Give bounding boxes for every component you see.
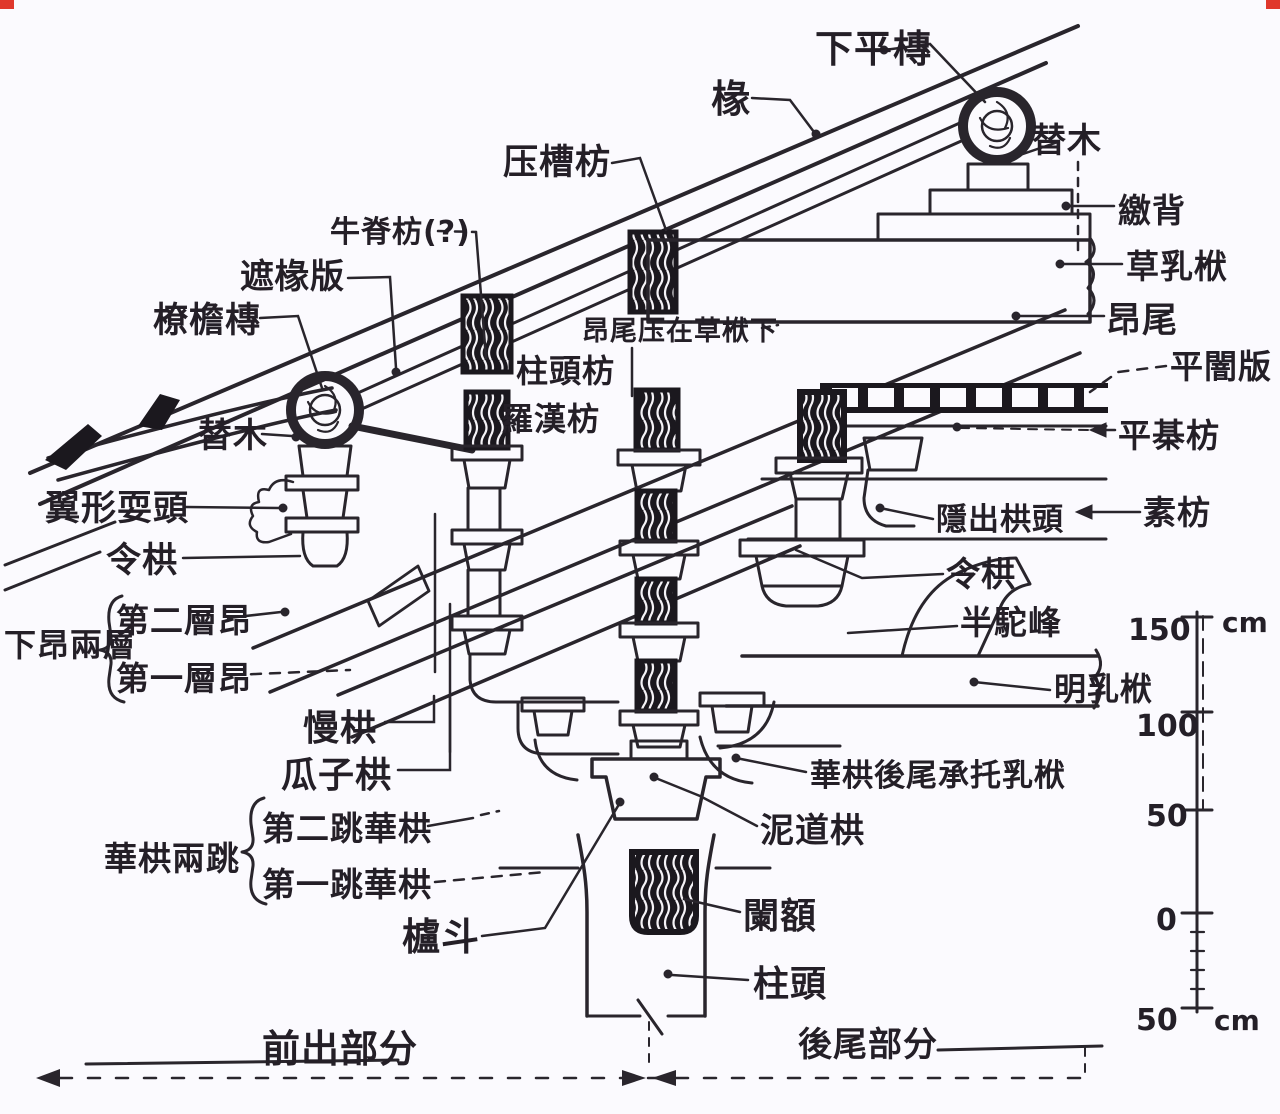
nidaogong-neck (629, 739, 689, 761)
luohanfang-block (463, 389, 511, 451)
scale-unit-bottom: cm (1214, 1004, 1260, 1037)
label-zhe-chuan-ban: 遮椽版 (240, 257, 345, 297)
eave-tip (45, 424, 102, 470)
label-ling-gong-right: 令栱 (946, 555, 1016, 595)
scale-tick-100: 100 (1136, 709, 1199, 744)
scale-tick-50: 50 (1146, 799, 1188, 834)
label-xia-ping-tuan: 下平槫 (815, 27, 932, 71)
label-man-gong: 慢栱 (303, 708, 377, 749)
purlin-top (958, 87, 1036, 165)
label-su-fang: 素枋 (1143, 493, 1211, 532)
label-ling-gong-left: 令栱 (106, 541, 178, 581)
leader-lines (181, 42, 1168, 982)
label-ti-mu-left: 替木 (198, 416, 268, 456)
huagong-tail-support (718, 700, 776, 750)
labels: 下平槫 椽 替木 繳背 草乳栿 昂尾 平闇版 平棊枋 素枋 压槽枋 牛脊枋(?)… (4, 27, 1272, 1071)
label-hou-wei-bu-fen: 後尾部分 (798, 1025, 938, 1065)
timu-block-top (966, 162, 1030, 192)
label-yi-xing-shua-tou: 翼形耍頭 (45, 489, 189, 529)
label-lan-e: 闌額 (743, 896, 817, 937)
label-ang-wei-ya-zai: 昂尾压在草栿下 (582, 316, 778, 347)
label-ni-dao-gong: 泥道栱 (760, 811, 865, 851)
label-niu-ji-fang: 牛脊枋(?) (330, 215, 471, 250)
label-zhu-tou: 柱頭 (753, 964, 827, 1005)
scale-bar: 150 cm 100 50 0 50 cm (1128, 606, 1268, 1038)
column (498, 833, 772, 1036)
structure-eave-left (3, 386, 476, 592)
label-di-yi-ceng-ang: 第一層昂 (116, 659, 252, 698)
label-qian-chu-bu-fen: 前出部分 (262, 1027, 418, 1071)
label-ang-wei: 昂尾 (1106, 301, 1178, 341)
label-cao-ru-fu: 草乳栿 (1126, 247, 1228, 286)
caorufu-beam (646, 238, 1092, 324)
carved-bracket-head (862, 436, 924, 528)
label-ti-mu-top: 替木 (1032, 121, 1102, 161)
scale-tick-150: 150 (1128, 613, 1191, 648)
dimension-line (36, 1021, 1104, 1087)
corner-mark-right (1266, 0, 1280, 9)
label-ping-an-ban: 平闇版 (1170, 347, 1272, 386)
label-lu-dou: 櫨斗 (402, 915, 480, 959)
label-hua-gong-liang-tiao: 華栱兩跳 (104, 839, 240, 878)
front-bracket-stack (450, 293, 620, 756)
label-gua-zi-gong: 瓜子栱 (281, 755, 392, 796)
rear-bracket-stack (716, 389, 1032, 748)
ludou-block (590, 757, 722, 821)
arrow-left2-icon (652, 1070, 676, 1086)
label-chuan: 椽 (711, 77, 751, 121)
bantuofeng-hump (900, 556, 1032, 658)
label-liao-yan-tuan: 橑檐槫 (153, 301, 261, 341)
arrow-right-icon (622, 1070, 646, 1086)
label-ya-cao-fang: 压槽枋 (503, 143, 611, 183)
scale-unit-top: cm (1222, 606, 1268, 639)
niujifang-block (460, 293, 514, 375)
label-di-er-ceng-ang: 第二層昂 (116, 601, 252, 640)
scale-tick-neg50: 50 (1136, 1003, 1178, 1038)
label-jiao-bei: 繳背 (1118, 191, 1186, 230)
lane-block (629, 849, 699, 935)
grouping-braces (98, 594, 268, 906)
central-bracket-stack (590, 229, 722, 821)
arrow-left-icon (36, 1069, 60, 1087)
scale-tick-0: 0 (1156, 903, 1177, 938)
label-di-yi-tiao-hua-gong: 第一跳華栱 (262, 865, 432, 904)
flying-rafter-tip (138, 394, 180, 430)
label-ming-ru-fu: 明乳栿 (1054, 670, 1153, 708)
label-ban-tuo-feng: 半駝峰 (960, 603, 1062, 642)
yacaofang-block (627, 229, 679, 315)
corner-mark-left (0, 0, 14, 9)
label-xia-ang-liang-ceng: 下昂兩層 (4, 626, 136, 664)
label-di-er-tiao-hua-gong: 第二跳華栱 (262, 809, 432, 848)
label-luo-han-fang: 羅漢枋 (501, 400, 600, 438)
label-hua-gong-hou-wei: 華栱後尾承托乳栿 (810, 758, 1066, 794)
label-ping-qi-fang: 平棊枋 (1118, 416, 1220, 455)
label-zhu-tou-fang: 柱頭枋 (516, 352, 615, 390)
label-yin-chu-gong-tou: 隱出栱頭 (936, 502, 1064, 538)
